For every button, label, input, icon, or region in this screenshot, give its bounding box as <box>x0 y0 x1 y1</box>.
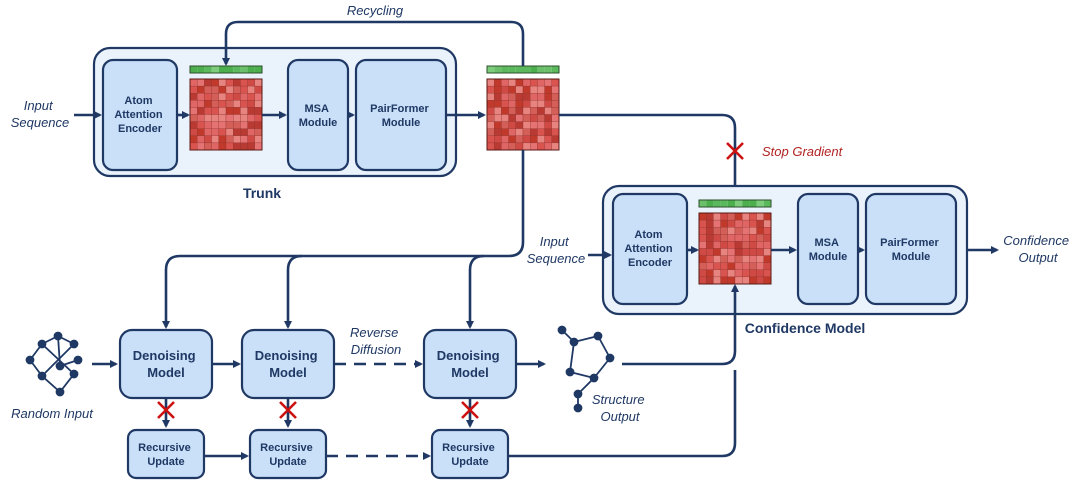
trunk-pair-matrix <box>189 65 263 151</box>
confidence-output-label: Confidence Output <box>1003 233 1072 265</box>
recursive-to-confidence-arrow <box>509 370 737 458</box>
denoising-model-3 <box>422 328 518 400</box>
reverse-diffusion-label: Reverse Diffusion <box>350 325 402 357</box>
stop-gradient-label: Stop Gradient <box>762 144 844 159</box>
recursive-update-2 <box>248 428 328 480</box>
recursive-update-2-label: Recursive Update <box>260 442 316 468</box>
recursive-update-3-label: Recursive Update <box>442 442 498 468</box>
conf-msa-module-label: MSA Module <box>809 237 848 263</box>
trunk-to-confidence-arrow <box>559 113 739 200</box>
conf-msa-module <box>796 192 860 306</box>
trunk-pairformer-module <box>354 58 448 172</box>
conf-pair-matrix <box>698 199 772 285</box>
recursive-update-1 <box>126 428 206 480</box>
trunk-input-label: Input Sequence <box>11 98 70 130</box>
structure-output-label: Structure Output <box>592 392 648 424</box>
trunk-msa-module <box>286 58 350 172</box>
recycling-label: Recycling <box>347 3 404 18</box>
trunk-atom-encoder-label: Atom Attention Encoder <box>114 95 165 135</box>
recursive-update-1-label: Recursive Update <box>138 442 194 468</box>
trunk-label: Trunk <box>243 185 281 201</box>
denoising-model-2 <box>240 328 336 400</box>
conf-pairformer-module <box>864 192 958 306</box>
stop-gradient-mark-2 <box>279 401 297 419</box>
trunk-pairformer-module-label: PairFormer Module <box>370 103 432 129</box>
denoising-model-3-label: Denoising Model <box>437 348 503 380</box>
trunk-to-denoising-arrows <box>162 150 525 329</box>
trunk-output-matrix <box>486 65 560 151</box>
structure-to-confidence-arrow <box>622 284 739 366</box>
recursive-update-3 <box>430 428 510 480</box>
confidence-model-label: Confidence Model <box>745 320 866 336</box>
stop-gradient-mark-trunk <box>726 142 744 160</box>
denoising-model-1-label: Denoising Model <box>133 348 199 380</box>
trunk-to-denoising-3 <box>466 254 485 329</box>
random-input-graph <box>25 331 83 397</box>
denoising-model-1 <box>118 328 214 400</box>
recycling-arrow <box>222 20 525 66</box>
stop-gradient-mark-3 <box>461 401 479 419</box>
trunk-to-denoising-2 <box>284 254 303 329</box>
conf-input-label: Input Sequence <box>527 234 586 266</box>
trunk-msa-module-label: MSA Module <box>299 103 338 129</box>
conf-atom-encoder-label: Atom Attention Encoder <box>624 229 675 269</box>
structure-output-graph <box>557 325 615 413</box>
stop-gradient-mark-1 <box>157 401 175 419</box>
denoising-model-2-label: Denoising Model <box>255 348 321 380</box>
conf-pairformer-module-label: PairFormer Module <box>880 237 942 263</box>
random-input-label: Random Input <box>11 406 94 421</box>
